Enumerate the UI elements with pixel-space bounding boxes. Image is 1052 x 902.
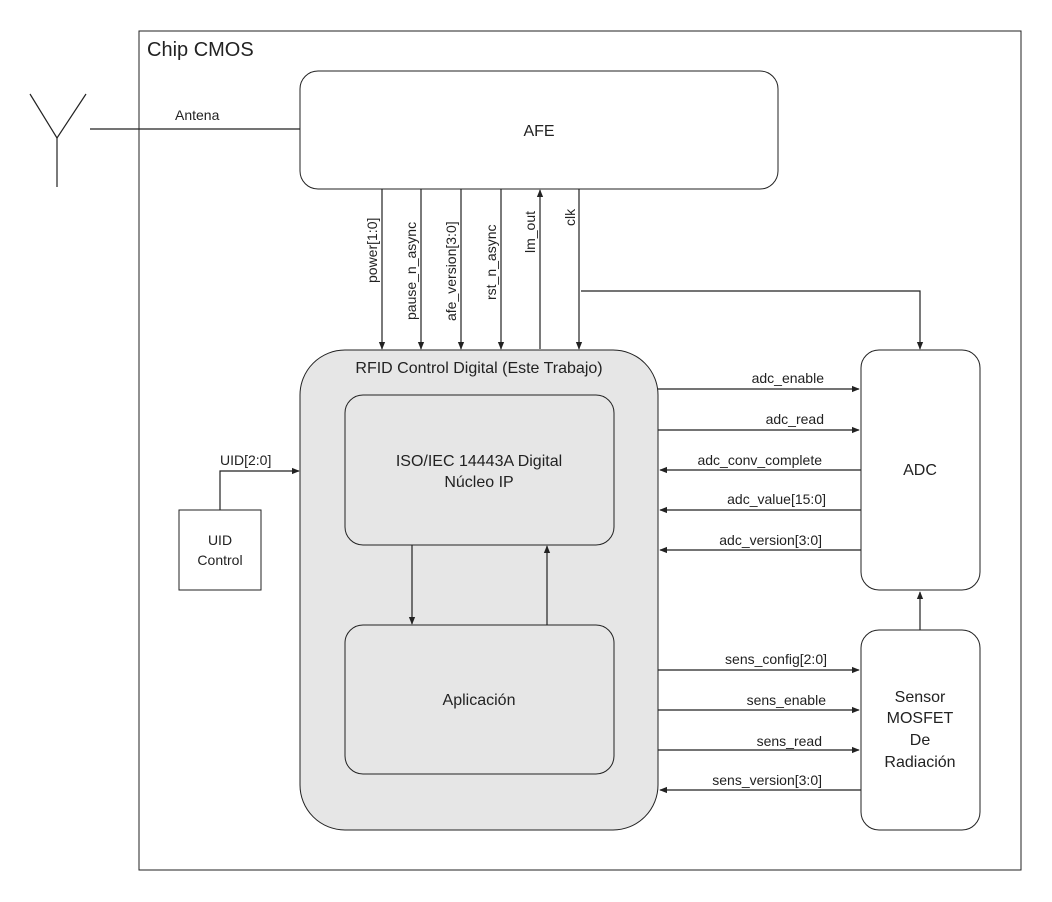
adc-read-label: adc_read — [766, 411, 824, 427]
sensor-label-line1: Sensor — [895, 689, 946, 706]
uid-label-line1: UID — [208, 532, 232, 548]
adc-conv-label: adc_conv_complete — [697, 452, 822, 468]
uid-signal-label: UID[2:0] — [220, 452, 271, 468]
sens-version-label: sens_version[3:0] — [712, 772, 822, 788]
sens-read-label: sens_read — [757, 733, 822, 749]
antenna-icon — [29, 93, 87, 187]
iso-label-line2: Núcleo IP — [444, 474, 513, 491]
iso-label-line1: ISO/IEC 14443A Digital — [396, 453, 562, 470]
sensor-label-line3: De — [910, 732, 931, 749]
afe-version-label: afe_version[3:0] — [443, 221, 459, 321]
rfid-title: RFID Control Digital (Este Trabajo) — [355, 360, 602, 377]
adc-enable-label: adc_enable — [752, 370, 825, 386]
adc-version-label: adc_version[3:0] — [719, 532, 822, 548]
power-label: power[1:0] — [364, 218, 380, 283]
clk-to-adc-wire — [581, 290, 924, 350]
iso-core-block — [344, 394, 615, 546]
sensor-label-line2: MOSFET — [887, 710, 954, 727]
chip-boundary — [138, 30, 1022, 871]
antenna-label: Antena — [175, 107, 220, 123]
uid-wire — [219, 467, 300, 510]
adc-value-label: adc_value[15:0] — [727, 491, 826, 507]
uid-control-block — [178, 509, 262, 591]
sens-enable-label: sens_enable — [747, 692, 827, 708]
clk-label: clk — [562, 208, 578, 226]
uid-label-line2: Control — [197, 552, 242, 568]
app-label: Aplicación — [443, 692, 516, 709]
sensor-label-line4: Radiación — [884, 754, 955, 771]
chip-title: Chip CMOS — [147, 39, 254, 61]
app-block — [344, 624, 615, 775]
sens-config-label: sens_config[2:0] — [725, 651, 827, 667]
rst-label: rst_n_async — [483, 225, 499, 300]
afe-block — [299, 70, 779, 190]
pause-label: pause_n_async — [403, 222, 419, 320]
afe-label: AFE — [523, 123, 554, 140]
lm-out-label: lm_out — [522, 211, 538, 253]
sensor-block — [860, 629, 981, 831]
adc-label: ADC — [903, 462, 937, 479]
